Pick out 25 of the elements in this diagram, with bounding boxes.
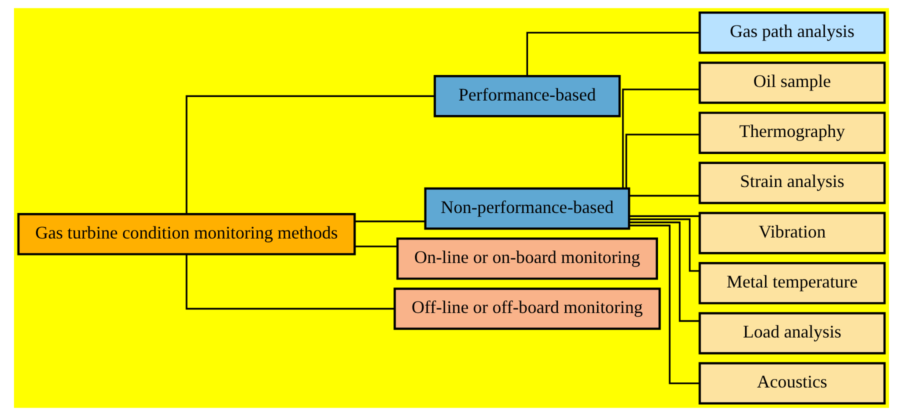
connector — [526, 32, 700, 76]
node-box: Performance-based — [434, 74, 621, 118]
connector — [629, 218, 700, 272]
connector — [186, 95, 435, 214]
connector — [625, 134, 700, 188]
node-box: Off-line or off-board monitoring — [394, 288, 661, 330]
node-box: Thermography — [698, 112, 886, 154]
node-box: Load analysis — [698, 312, 886, 354]
node-box: Gas turbine condition monitoring methods — [17, 213, 356, 256]
connector — [186, 254, 395, 310]
node-box: Acoustics — [698, 362, 886, 404]
node-box: Oil sample — [698, 62, 886, 104]
node-box: Vibration — [698, 212, 886, 254]
connector — [629, 224, 700, 384]
node-box: Strain analysis — [698, 162, 886, 204]
connector — [629, 215, 700, 217]
connector — [354, 246, 398, 248]
node-box: Gas path analysis — [698, 12, 886, 54]
connector — [622, 88, 700, 188]
connector — [629, 222, 700, 322]
connector — [629, 194, 700, 197]
node-box: On-line or on-board monitoring — [396, 238, 658, 280]
node-box: Non-performance-based — [424, 187, 630, 230]
node-box: Metal temperature — [698, 262, 886, 304]
connector — [354, 220, 426, 222]
